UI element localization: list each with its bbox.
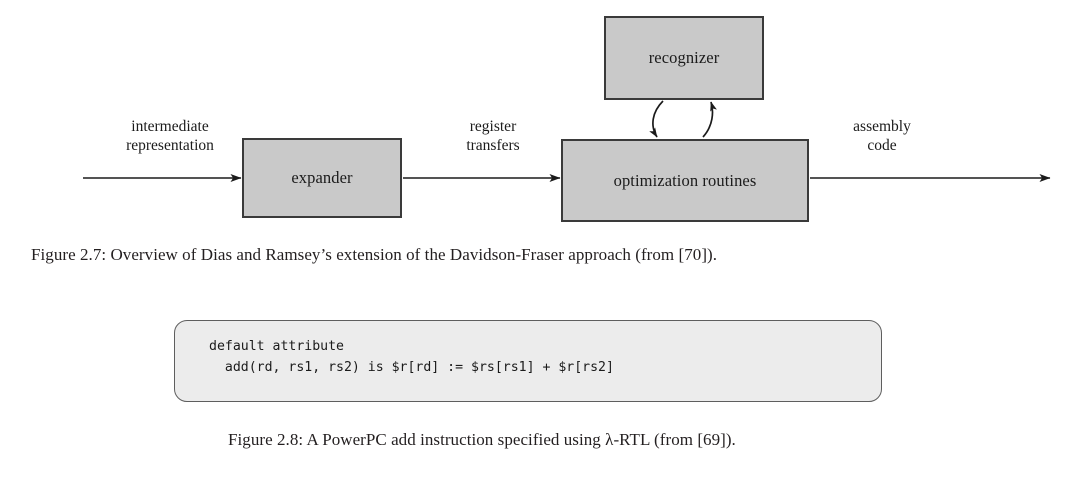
code-line-2: add(rd, rs1, rs2) is $r[rd] := $rs[rs1] … [209, 360, 614, 375]
node-expander-label: expander [291, 168, 353, 187]
code-line-1: default attribute [209, 339, 344, 354]
edge-label-intermediate-representation: intermediate representation [96, 117, 244, 155]
diagram-connector-layer [83, 100, 1051, 182]
edge-label-register-transfers: register transfers [425, 117, 561, 155]
figure-2-7-caption: Figure 2.7: Overview of Dias and Ramsey’… [31, 245, 718, 264]
edge-label-assembly-code: assembly code [818, 117, 946, 155]
figure-2-7-diagram: recognizer expander optimization routine… [0, 0, 1082, 235]
edge-label-assembly-line1: assembly [853, 118, 911, 135]
edge-label-intermediate-line2: representation [126, 137, 214, 154]
node-recognizer-label: recognizer [648, 48, 720, 67]
node-optimization-routines: optimization routines [561, 139, 809, 222]
node-optimization-routines-label: optimization routines [613, 170, 757, 190]
edge-label-intermediate-line1: intermediate [131, 118, 209, 135]
edge-label-assembly-line2: code [867, 137, 897, 154]
figure-2-8-caption: Figure 2.8: A PowerPC add instruction sp… [228, 430, 736, 449]
arrow-optimization-to-recognizer [702, 101, 717, 138]
figure-2-8-code-box: default attribute add(rd, rs1, rs2) is $… [174, 320, 882, 402]
edge-label-register-line2: transfers [466, 137, 520, 154]
arrow-recognizer-to-optimization [649, 100, 664, 138]
code-listing: default attribute add(rd, rs1, rs2) is $… [209, 336, 614, 378]
node-recognizer: recognizer [604, 16, 764, 100]
node-expander: expander [242, 138, 402, 218]
edge-label-register-line1: register [469, 118, 517, 135]
